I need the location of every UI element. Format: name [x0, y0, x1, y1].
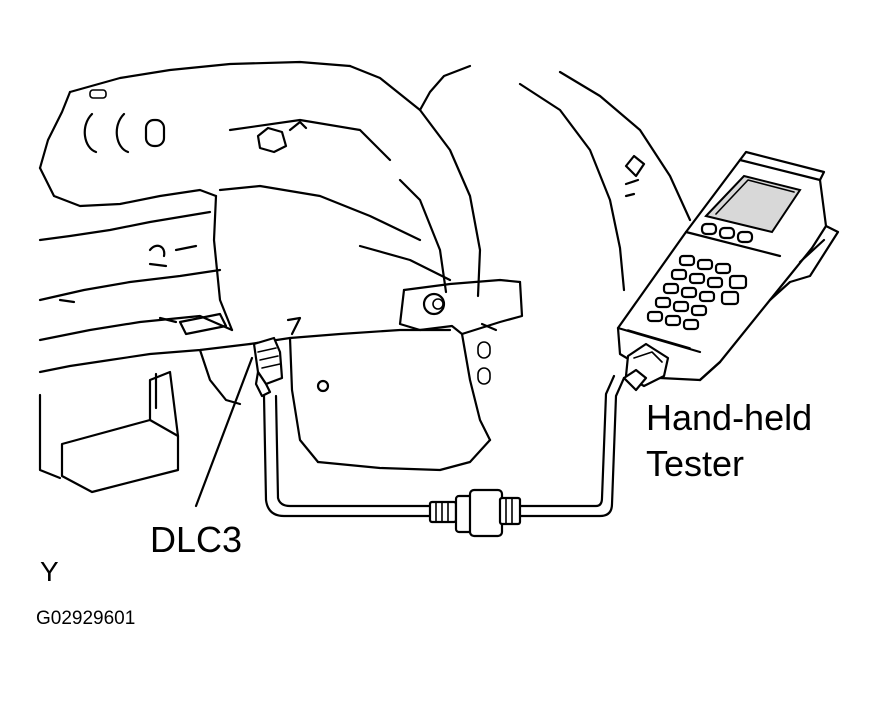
cable-right-inner [518, 374, 616, 508]
dashboard-panel [38, 60, 498, 494]
figure-code-label: G02929601 [36, 608, 136, 629]
hand-held-tester [616, 150, 840, 392]
dlc3-connector [252, 336, 284, 398]
cable-adapter [428, 488, 522, 538]
dlc3-leader-line [194, 356, 254, 508]
tester-label-line1: Hand-held [646, 397, 813, 438]
cable-left-outer [262, 394, 432, 518]
tester-screen-icon [704, 174, 802, 234]
dlc3-label: DLC3 [150, 519, 243, 560]
tester-keypad-icon [646, 254, 748, 331]
steering-column [218, 64, 692, 336]
cable-right-outer [518, 376, 626, 518]
dash-switches [58, 89, 302, 336]
tester-label-line2: Tester [646, 443, 745, 484]
view-mark-label: Y [40, 556, 59, 587]
cable-left-inner [274, 394, 432, 508]
